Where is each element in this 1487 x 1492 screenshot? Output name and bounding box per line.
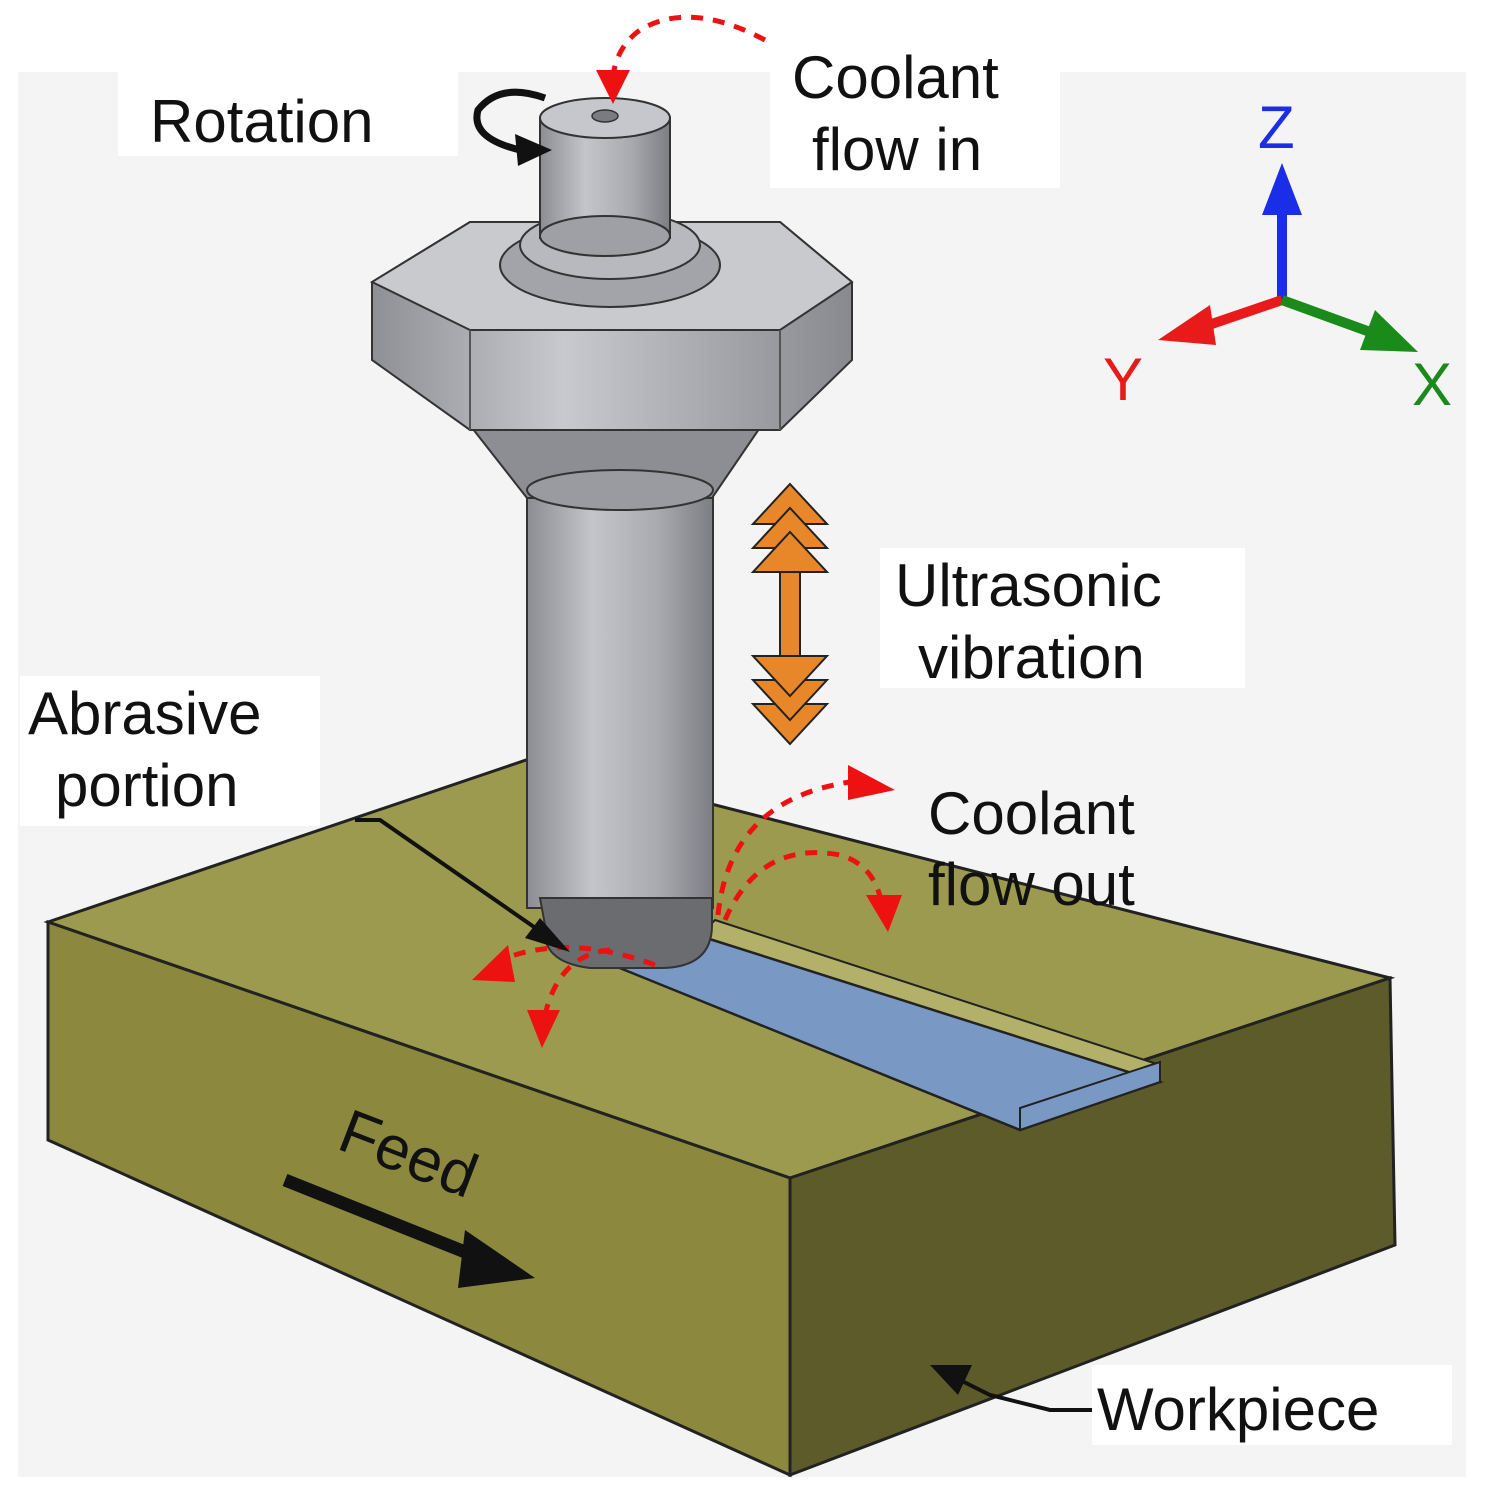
y-axis-arrow <box>1158 305 1216 345</box>
feed-arrow <box>282 1173 493 1269</box>
axis-triad: Z Y X <box>1103 94 1452 418</box>
tool-shank <box>526 487 714 909</box>
abrasive-pointer-line <box>355 818 562 947</box>
coolant-in-label-line1: Coolant <box>792 44 999 111</box>
coolant-out-head-3 <box>472 945 515 982</box>
coolant-in-label-line2: flow in <box>812 116 982 183</box>
coolant-out-head-2 <box>866 895 902 932</box>
workpiece-side <box>788 975 1397 1478</box>
coolant-out-head-4 <box>527 1010 560 1048</box>
rotation-arrow <box>473 88 552 166</box>
coolant-inlet-hole <box>591 109 619 123</box>
workpiece-label: Workpiece <box>1097 1376 1379 1443</box>
abrasive-label-line1: Abrasive <box>28 680 261 747</box>
x-axis-label: X <box>1412 351 1452 418</box>
z-axis-arrow <box>1262 163 1302 215</box>
coolant-out-head-1 <box>848 765 895 800</box>
coolant-out-label-line1: Coolant <box>928 780 1135 847</box>
ultrasonic-label-line2: vibration <box>918 624 1145 691</box>
workpiece-pointer-line <box>949 1373 1095 1412</box>
y-axis-label: Y <box>1103 346 1143 413</box>
ultrasonic-label-line1: Ultrasonic <box>895 552 1162 619</box>
abrasive-label-line2: portion <box>55 752 238 819</box>
workpiece <box>43 756 1397 1478</box>
z-axis-label: Z <box>1258 94 1295 161</box>
vibration-arrow <box>750 482 830 746</box>
rotation-label: Rotation <box>150 88 373 155</box>
coolant-out-label-line2: flow out <box>928 851 1135 918</box>
x-axis-arrow <box>1360 310 1418 352</box>
